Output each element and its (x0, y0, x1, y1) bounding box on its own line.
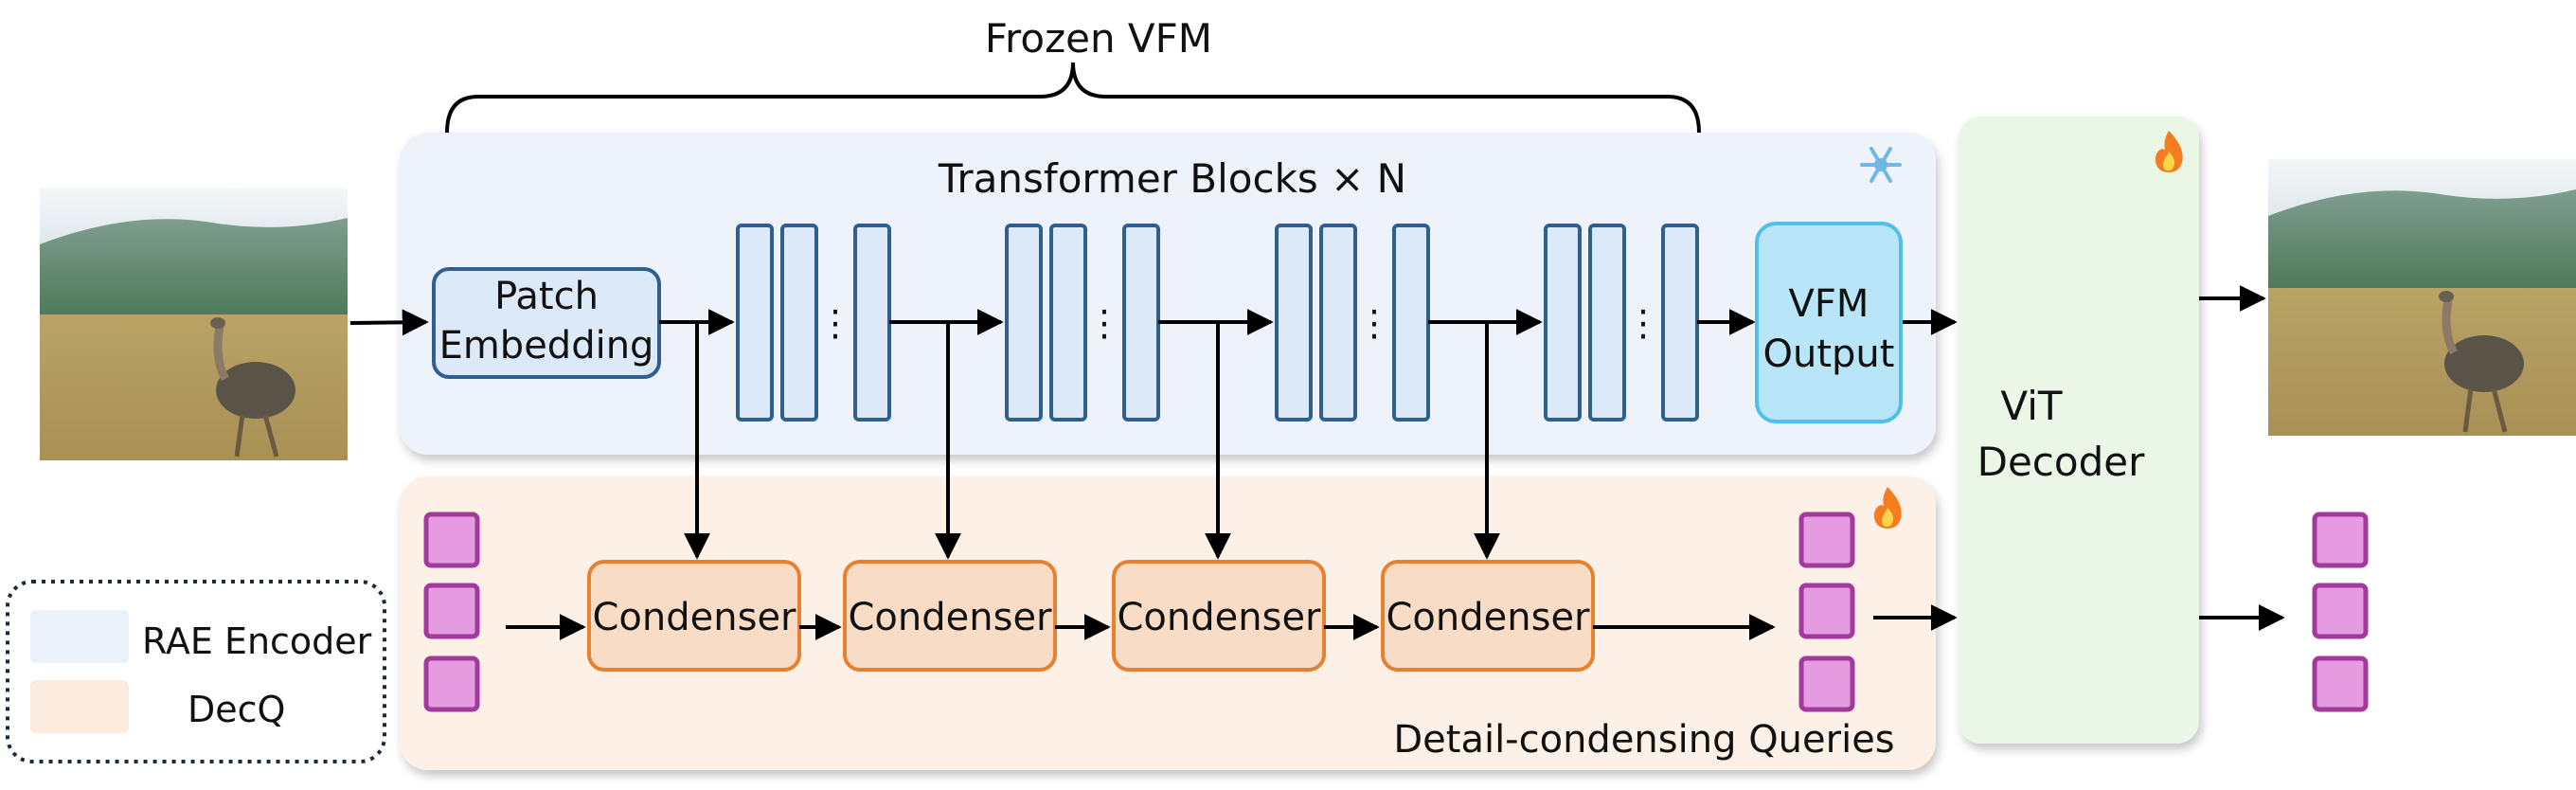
input-arrow (349, 309, 429, 336)
condenser-1: Condenser (587, 560, 801, 672)
input-queries (423, 512, 480, 712)
frozen-vfm-label: Frozen VFM (985, 15, 1212, 62)
svg-text:⋮: ⋮ (1356, 302, 1392, 344)
legend-label-decq: DecQ (188, 689, 285, 730)
legend-swatch-encoder (30, 610, 129, 663)
condenser-4: Condenser (1381, 560, 1595, 672)
svg-text:⋮: ⋮ (817, 302, 853, 344)
detail-condensing-queries-label: Detail-condensing Queries (1393, 718, 1894, 762)
fire-icon (1873, 487, 1902, 529)
feature-tap-arrows (684, 322, 1500, 560)
legend: RAE Encoder DecQ (6, 580, 386, 763)
svg-text:Condenser: Condenser (849, 596, 1053, 639)
decoder-label-line2: Decoder (1977, 439, 2145, 485)
block-group-4: ⋮ (1544, 224, 1699, 422)
decoder-fire-icon (2155, 131, 2183, 172)
vfm-output-line1: VFM (1789, 282, 1869, 326)
svg-text:⋮: ⋮ (1625, 302, 1661, 344)
decoder-label-line1: ViT (2000, 383, 2062, 429)
condenser-3: Condenser (1112, 560, 1326, 672)
output-queries (2312, 512, 2369, 712)
condensed-queries (1798, 512, 1855, 712)
legend-swatch-decq (30, 680, 129, 733)
vfm-output-line2: Output (1763, 332, 1895, 376)
input-image (40, 188, 348, 460)
transformer-blocks-title: Transformer Blocks × N (938, 155, 1406, 202)
snowflake-icon (1860, 147, 1902, 183)
decoder-panel (1959, 117, 2199, 744)
decoder-output-arrows (2199, 285, 2285, 631)
vfm-output-box (1755, 222, 1903, 423)
block-group-1: ⋮ (736, 224, 891, 422)
patch-embedding-line2: Embedding (439, 324, 654, 368)
block-group-2: ⋮ (1005, 224, 1160, 422)
patch-embedding-line1: Patch (494, 275, 599, 318)
block-group-3: ⋮ (1275, 224, 1430, 422)
output-image (2268, 159, 2576, 436)
svg-text:Condenser: Condenser (1118, 596, 1322, 639)
frozen-brace (445, 62, 1701, 134)
condenser-2: Condenser (843, 560, 1057, 672)
svg-text:Condenser: Condenser (1386, 596, 1591, 639)
decq-flow-arrows (506, 604, 1958, 640)
legend-label-encoder: RAE Encoder (142, 620, 372, 662)
svg-text:⋮: ⋮ (1086, 302, 1122, 344)
svg-text:Condenser: Condenser (593, 596, 797, 639)
